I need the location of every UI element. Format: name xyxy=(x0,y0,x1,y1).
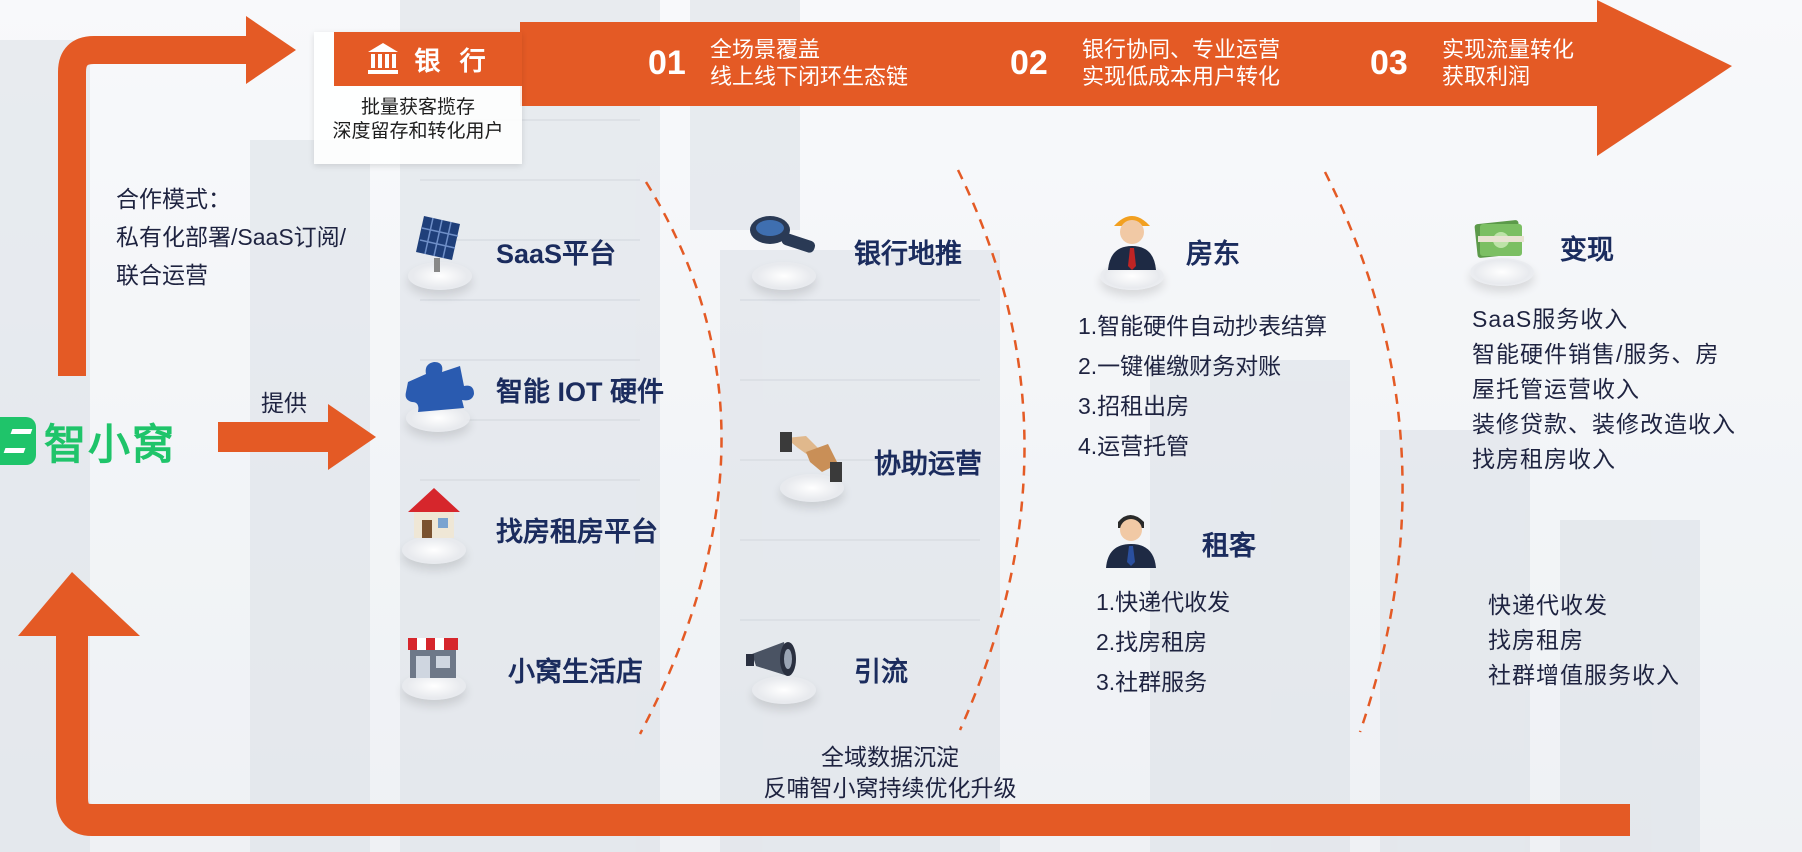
solar-panel-icon xyxy=(404,210,474,290)
landlord-list: 1.智能硬件自动抄表结算 2.一键催缴财务对账 3.招租出房 4.运营托管 xyxy=(1078,306,1327,466)
cooperation-mode: 合作模式： 私有化部署/SaaS订阅/ 联合运营 xyxy=(116,180,346,294)
logo-mark-icon xyxy=(0,417,36,465)
step-3-number: 03 xyxy=(1370,44,1408,82)
step-2-line2: 实现低成本用户转化 xyxy=(1082,64,1281,89)
channel-traffic: 引流 xyxy=(854,657,908,687)
house-icon xyxy=(398,482,468,564)
bank-icon xyxy=(368,43,399,74)
product-life-store: 小窝生活店 xyxy=(508,657,643,687)
channel-bank-promotion: 银行地推 xyxy=(854,239,962,269)
product-saas: SaaS平台 xyxy=(496,239,617,269)
step-3-text: 实现流量转化 获取利润 xyxy=(1442,36,1574,90)
store-icon xyxy=(398,622,468,702)
tenant-title: 租客 xyxy=(1202,531,1256,561)
bank-desc: 批量获客揽存 深度留存和转化用户 xyxy=(314,96,522,144)
tenant-avatar-icon xyxy=(1098,506,1164,576)
monetize-item: SaaS服务收入 xyxy=(1472,306,1629,332)
bank-box: 银 行 批量获客揽存 深度留存和转化用户 xyxy=(314,32,522,164)
dashed-arc-2 xyxy=(956,169,1026,731)
bottom-return-arrow xyxy=(56,632,1630,836)
bank-title: 银 行 xyxy=(334,32,522,86)
tenant-item: 1.快递代收发 xyxy=(1096,589,1231,615)
bottom-note-line2: 反哺智小窝持续优化升级 xyxy=(763,775,1017,801)
handshake-icon xyxy=(776,428,846,508)
tenant-list: 1.快递代收发 2.找房租房 3.社群服务 xyxy=(1096,582,1230,702)
bottom-note-line1: 全域数据沉淀 xyxy=(821,744,959,770)
megaphone-icon xyxy=(744,636,824,706)
step-1-line1: 全场景覆盖 xyxy=(710,37,821,62)
bank-desc-line2: 深度留存和转化用户 xyxy=(332,121,504,142)
landlord-item: 4.运营托管 xyxy=(1078,433,1190,459)
monetize-title: 变现 xyxy=(1560,235,1614,265)
dashed-arc-3 xyxy=(1323,171,1404,733)
monetize-list: SaaS服务收入 智能硬件销售/服务、房 屋托管运营收入 装修贷款、装修改造收入… xyxy=(1472,302,1736,477)
top-banner-arrow xyxy=(520,0,1732,156)
provide-arrow-shaft xyxy=(218,422,330,452)
landlord-avatar-icon xyxy=(1100,206,1164,290)
tenant-item: 3.社群服务 xyxy=(1096,669,1208,695)
coop-line3: 联合运营 xyxy=(116,262,208,288)
logo-text: 智小窝 xyxy=(44,420,177,468)
coop-line1: 合作模式： xyxy=(116,186,231,212)
bottom-note: 全域数据沉淀 反哺智小窝持续优化升级 xyxy=(740,742,1040,804)
left-up-arrow xyxy=(58,36,248,376)
step-2-line1: 银行协同、专业运营 xyxy=(1082,37,1281,62)
monetize-item: 智能硬件销售/服务、房 xyxy=(1472,341,1720,367)
landlord-item: 3.招租出房 xyxy=(1078,393,1190,419)
product-rental-platform: 找房租房平台 xyxy=(496,517,658,547)
monetize-tenant-item: 社群增值服务收入 xyxy=(1488,662,1680,688)
step-3-line2: 获取利润 xyxy=(1442,64,1531,89)
monetize-tenant-item: 快递代收发 xyxy=(1488,592,1608,618)
step-1-line2: 线上线下闭环生态链 xyxy=(710,64,909,89)
channel-assist-operation: 协助运营 xyxy=(874,449,982,479)
provide-arrow-head xyxy=(328,404,376,470)
monetize-item: 装修贷款、装修改造收入 xyxy=(1472,411,1736,437)
provide-label: 提供 xyxy=(261,390,307,416)
monetize-item: 找房租房收入 xyxy=(1472,446,1616,472)
monetize-item: 屋托管运营收入 xyxy=(1472,376,1640,402)
monetize-tenant-list: 快递代收发 找房租房 社群增值服务收入 xyxy=(1488,588,1680,693)
coop-line2: 私有化部署/SaaS订阅/ xyxy=(116,224,347,250)
landlord-item: 2.一键催缴财务对账 xyxy=(1078,353,1282,379)
bank-title-text: 银 行 xyxy=(414,45,492,76)
step-2-number: 02 xyxy=(1010,44,1048,82)
step-1-number: 01 xyxy=(648,44,686,82)
landlord-title: 房东 xyxy=(1186,239,1240,269)
zhixiaowo-logo: 智小窝 xyxy=(0,413,176,469)
tenant-item: 2.找房租房 xyxy=(1096,629,1208,655)
magnifier-icon xyxy=(744,212,824,292)
step-1-text: 全场景覆盖 线上线下闭环生态链 xyxy=(710,36,908,90)
dashed-arc-1 xyxy=(638,181,723,735)
step-3-line1: 实现流量转化 xyxy=(1442,37,1575,62)
monetize-tenant-item: 找房租房 xyxy=(1488,627,1584,653)
bank-desc-line1: 批量获客揽存 xyxy=(360,97,475,118)
landlord-item: 1.智能硬件自动抄表结算 xyxy=(1078,313,1328,339)
money-stack-icon xyxy=(1470,210,1534,286)
step-2-text: 银行协同、专业运营 实现低成本用户转化 xyxy=(1082,36,1280,90)
puzzle-icon xyxy=(398,352,478,432)
product-iot: 智能 IOT 硬件 xyxy=(496,377,664,407)
